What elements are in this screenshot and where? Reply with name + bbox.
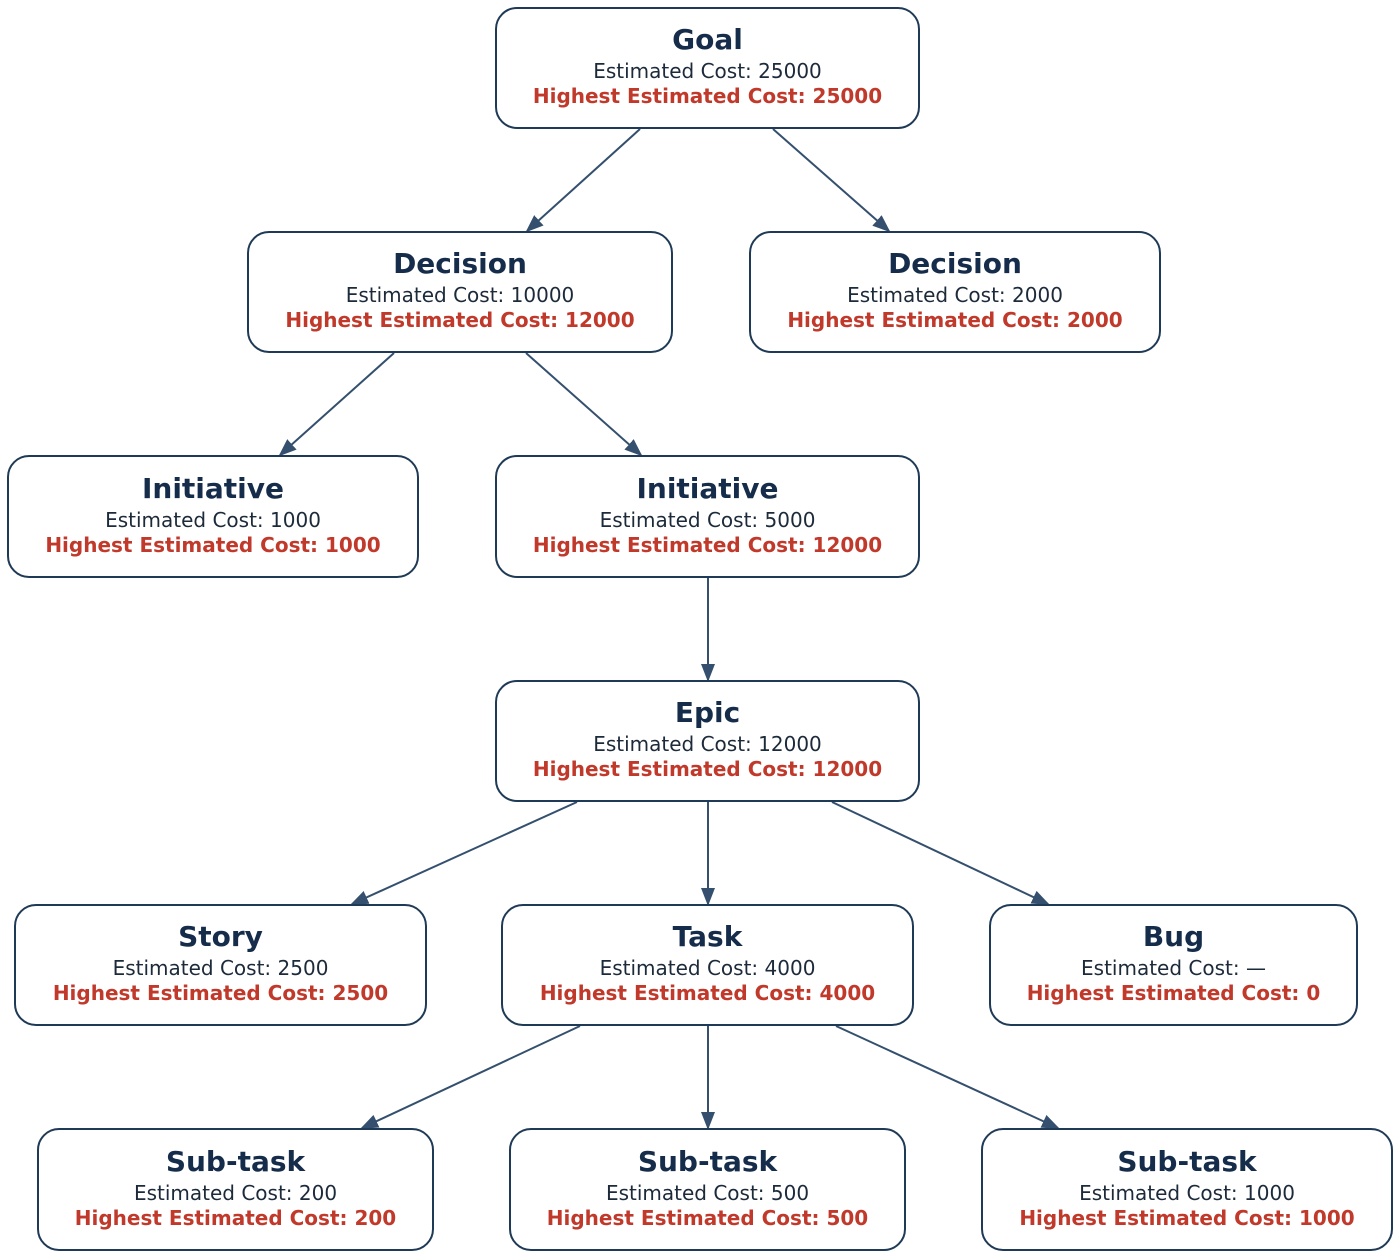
node-estimated-cost: Estimated Cost: 500 (605, 1180, 810, 1205)
node-highest-estimated-cost: Highest Estimated Cost: 0 (1026, 981, 1321, 1005)
node-estimated-cost: Estimated Cost: 25000 (593, 59, 822, 83)
node-decision-1: Decision Estimated Cost: 10000 Highest E… (247, 231, 673, 353)
node-goal: Goal Estimated Cost: 25000 Highest Estim… (495, 7, 920, 129)
node-highest-estimated-cost: Highest Estimated Cost: 12000 (285, 308, 635, 332)
node-title: Goal (672, 23, 743, 56)
node-initiative-2: Initiative Estimated Cost: 5000 Highest … (495, 455, 920, 578)
node-estimated-cost: Estimated Cost: 5000 (599, 507, 816, 532)
node-estimated-cost: Estimated Cost: 12000 (593, 732, 822, 756)
node-estimated-cost: Estimated Cost: 1000 (1079, 1180, 1295, 1205)
node-estimated-cost: Estimated Cost: 200 (133, 1180, 338, 1205)
node-highest-estimated-cost: Highest Estimated Cost: 12000 (532, 757, 883, 781)
node-highest-estimated-cost: Highest Estimated Cost: 500 (546, 1205, 869, 1230)
node-highest-estimated-cost: Highest Estimated Cost: 2500 (52, 981, 389, 1005)
node-title: Decision (393, 247, 527, 280)
node-decision-2: Decision Estimated Cost: 2000 Highest Es… (749, 231, 1161, 353)
node-highest-estimated-cost: Highest Estimated Cost: 25000 (532, 84, 883, 108)
edge-task-subtask-1 (360, 1025, 581, 1129)
node-subtask-2: Sub-task Estimated Cost: 500 Highest Est… (509, 1128, 906, 1251)
node-estimated-cost: Estimated Cost: 2000 (847, 283, 1063, 307)
node-title: Bug (1142, 920, 1205, 953)
node-initiative-1: Initiative Estimated Cost: 1000 Highest … (7, 455, 419, 578)
node-title: Story (178, 920, 263, 953)
node-title: Initiative (636, 471, 779, 505)
node-bug: Bug Estimated Cost: — Highest Estimated … (989, 904, 1358, 1026)
node-highest-estimated-cost: Highest Estimated Cost: 4000 (539, 981, 876, 1005)
node-title: Decision (888, 247, 1022, 280)
node-title: Epic (674, 696, 741, 729)
node-estimated-cost: Estimated Cost: 10000 (345, 283, 575, 307)
node-story: Story Estimated Cost: 2500 Highest Estim… (14, 904, 427, 1026)
node-highest-estimated-cost: Highest Estimated Cost: 1000 (45, 532, 381, 557)
node-estimated-cost: Estimated Cost: — (1081, 956, 1266, 980)
edge-goal-decision-1 (525, 128, 641, 233)
edge-decision-1-initiative-2 (525, 352, 643, 457)
node-highest-estimated-cost: Highest Estimated Cost: 12000 (532, 532, 883, 557)
node-estimated-cost: Estimated Cost: 4000 (599, 956, 816, 980)
node-title: Sub-task (165, 1144, 306, 1178)
node-estimated-cost: Estimated Cost: 1000 (105, 507, 321, 532)
edge-decision-1-initiative-1 (278, 352, 395, 457)
node-title: Sub-task (1117, 1144, 1257, 1178)
edge-epic-bug (831, 801, 1050, 905)
node-highest-estimated-cost: Highest Estimated Cost: 1000 (1019, 1205, 1355, 1230)
node-subtask-3: Sub-task Estimated Cost: 1000 Highest Es… (981, 1128, 1393, 1251)
node-title: Sub-task (637, 1144, 778, 1178)
node-epic: Epic Estimated Cost: 12000 Highest Estim… (495, 680, 920, 802)
node-estimated-cost: Estimated Cost: 2500 (112, 956, 329, 980)
edge-task-subtask-3 (835, 1025, 1060, 1129)
node-title: Task (672, 920, 743, 953)
edge-epic-story (350, 801, 578, 905)
edge-goal-decision-2 (772, 128, 891, 233)
node-task: Task Estimated Cost: 4000 Highest Estima… (501, 904, 914, 1026)
node-highest-estimated-cost: Highest Estimated Cost: 2000 (787, 308, 1123, 332)
node-title: Initiative (141, 471, 285, 505)
node-highest-estimated-cost: Highest Estimated Cost: 200 (74, 1205, 397, 1230)
node-subtask-1: Sub-task Estimated Cost: 200 Highest Est… (37, 1128, 434, 1251)
